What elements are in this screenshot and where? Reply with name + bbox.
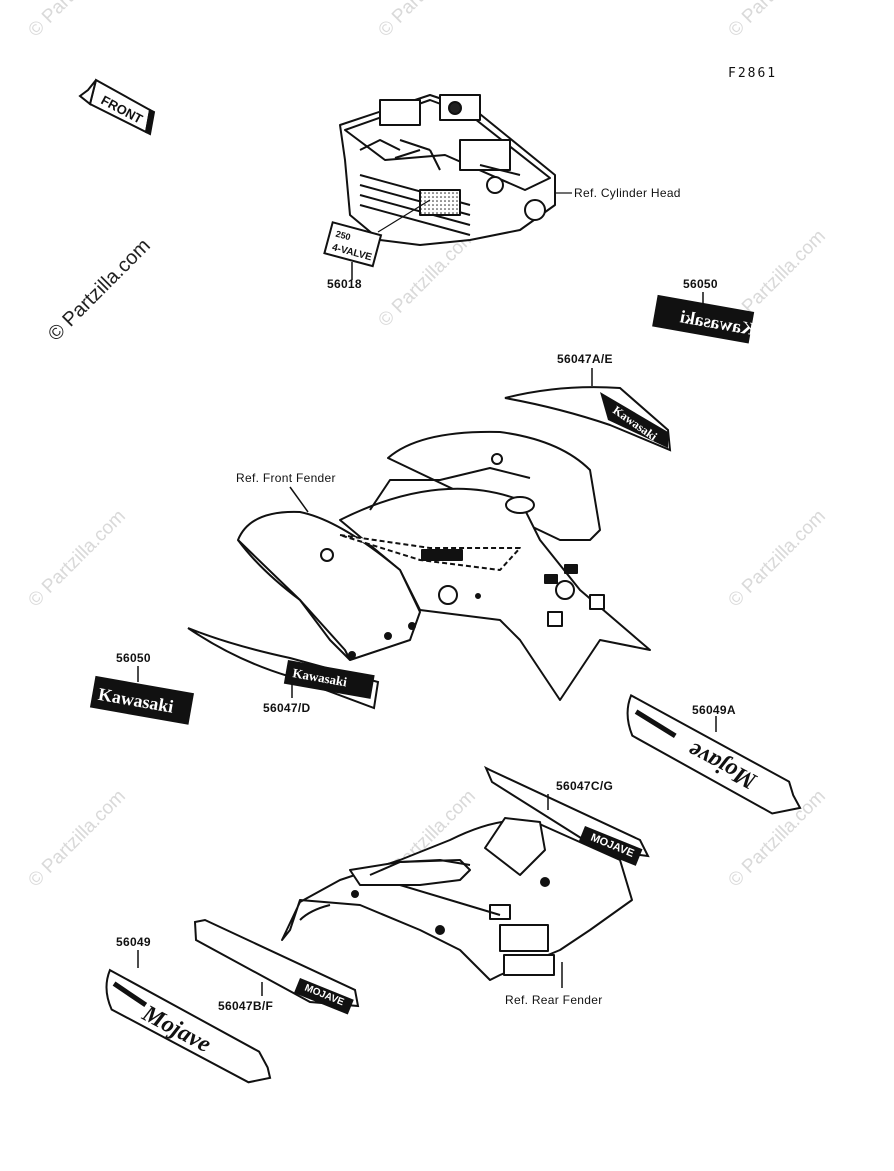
- kawasaki-decal-2: Kawasaki: [89, 675, 194, 725]
- valve-decal: 250 4-VALVE: [323, 221, 383, 268]
- part-label-56047bf: 56047B/F: [218, 999, 274, 1013]
- stripe-decal-c: MOJAVE: [484, 765, 650, 866]
- cylinder-head: [339, 94, 556, 246]
- valve-line1: 250: [335, 229, 352, 243]
- part-label-56047ae: 56047A/E: [557, 352, 613, 366]
- stripe-decal-d: Kawasaki: [187, 627, 380, 710]
- part-label-56049: 56049: [116, 935, 151, 949]
- part-label-56050-left: 56050: [116, 651, 151, 665]
- ref-front-fender: Ref. Front Fender: [236, 471, 336, 485]
- part-label-56049a: 56049A: [692, 703, 736, 717]
- part-label-56047d: 56047/D: [263, 701, 311, 715]
- part-label-56018: 56018: [327, 277, 362, 291]
- kawasaki-decal-1: Kawasaki: [652, 294, 757, 344]
- rear-fender: [281, 817, 633, 981]
- part-label-56047cg: 56047C/G: [556, 779, 614, 793]
- front-arrow-icon: FRONT: [78, 78, 156, 136]
- ref-rear-fender: Ref. Rear Fender: [505, 993, 603, 1007]
- part-label-56050-top: 56050: [683, 277, 718, 291]
- stripe-decal-b: MOJAVE: [193, 918, 360, 1015]
- ref-cylinder-head: Ref. Cylinder Head: [574, 186, 681, 200]
- diagram-code: F2861: [728, 66, 778, 81]
- mojave-decal: Mojave: [105, 968, 272, 1084]
- front-fender: [237, 430, 651, 701]
